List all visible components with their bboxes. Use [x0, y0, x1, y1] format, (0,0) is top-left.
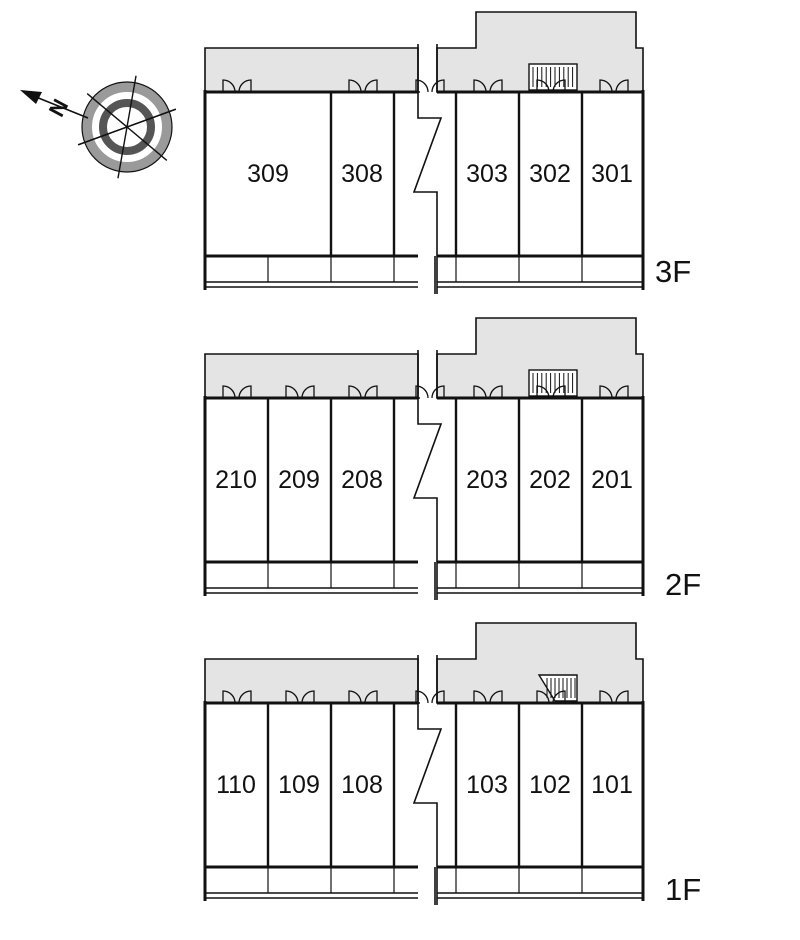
- door-icon: [222, 79, 236, 93]
- room-308-label: 308: [341, 160, 383, 188]
- compass-outer-ring: [82, 82, 172, 172]
- door-icon: [222, 690, 236, 704]
- room-301-label: 301: [591, 160, 633, 188]
- room-309-label: 309: [247, 160, 289, 188]
- corridor-left: [204, 353, 419, 399]
- corridor-left: [204, 47, 419, 93]
- door-icon: [348, 690, 362, 704]
- break-line: [412, 655, 443, 905]
- door-icon: [489, 690, 503, 704]
- room-302-label: 302: [529, 160, 571, 188]
- door-icon: [222, 385, 236, 399]
- room-208-label: 208: [341, 466, 383, 494]
- door-icon: [473, 385, 487, 399]
- break-line: [416, 397, 436, 600]
- door-icon: [238, 690, 252, 704]
- door-icon: [615, 79, 629, 93]
- door-icon: [599, 385, 613, 399]
- floor-3f: 309 308 303 302 301 3F: [203, 11, 691, 294]
- door-icon: [473, 79, 487, 93]
- door-icon: [552, 385, 566, 399]
- room-108-label: 108: [341, 771, 383, 799]
- door-icon: [364, 385, 378, 399]
- room-203-label: 203: [466, 466, 508, 494]
- door-icon: [301, 690, 315, 704]
- door-icon: [285, 385, 299, 399]
- floors-container: 309 308 303 302 301 3F 210 209 208 203 202 201 2F 110…: [203, 11, 701, 907]
- break-line: [416, 702, 436, 905]
- door-icon: [431, 79, 445, 93]
- door-icon: [536, 385, 550, 399]
- room-209-label: 209: [278, 466, 320, 494]
- door-icon: [238, 385, 252, 399]
- door-icon: [599, 79, 613, 93]
- compass-north-arrow: [20, 90, 42, 104]
- room-210-label: 210: [215, 466, 257, 494]
- room-102-label: 102: [529, 771, 571, 799]
- door-icon: [348, 79, 362, 93]
- compass-n-label: N: [44, 95, 74, 121]
- room-103-label: 103: [466, 771, 508, 799]
- door-icon: [473, 690, 487, 704]
- north-compass-icon: N: [20, 75, 177, 179]
- staircase-icon: [528, 63, 578, 91]
- door-icon: [301, 385, 315, 399]
- room-109-label: 109: [278, 771, 320, 799]
- break-line: [412, 44, 443, 294]
- door-icon: [431, 385, 445, 399]
- compass-inner-ring: [99, 99, 155, 155]
- door-icon: [552, 79, 566, 93]
- compass-spoke: [77, 108, 177, 146]
- floor-2f: 210 209 208 203 202 201 2F: [203, 317, 701, 602]
- corridor-left: [204, 658, 419, 704]
- door-icon: [615, 690, 629, 704]
- door-icon: [238, 79, 252, 93]
- break-line: [416, 91, 436, 294]
- door-icon: [348, 385, 362, 399]
- room-110-label: 110: [216, 771, 256, 799]
- door-icon: [599, 690, 613, 704]
- door-icon: [536, 690, 550, 704]
- floor-label-3f: 3F: [655, 254, 691, 289]
- compass-north-line: [35, 96, 89, 119]
- room-201-label: 201: [591, 466, 633, 494]
- door-icon: [431, 690, 445, 704]
- staircase-icon: [528, 369, 578, 397]
- floor-label-2f: 2F: [665, 567, 701, 602]
- door-icon: [364, 690, 378, 704]
- room-303-label: 303: [466, 160, 508, 188]
- floor-1f: 110 109 108 103 102 101 1F: [203, 622, 701, 907]
- door-icon: [415, 385, 429, 399]
- door-icon: [364, 79, 378, 93]
- door-icon: [552, 690, 566, 704]
- door-icon: [536, 79, 550, 93]
- door-icon: [615, 385, 629, 399]
- door-icon: [489, 79, 503, 93]
- room-202-label: 202: [529, 466, 571, 494]
- door-icon: [285, 690, 299, 704]
- door-icon: [489, 385, 503, 399]
- compass-edge: [81, 81, 173, 173]
- door-icon: [415, 690, 429, 704]
- floor-label-1f: 1F: [665, 872, 701, 907]
- room-101-label: 101: [591, 771, 633, 799]
- door-icon: [415, 79, 429, 93]
- break-line: [412, 350, 443, 600]
